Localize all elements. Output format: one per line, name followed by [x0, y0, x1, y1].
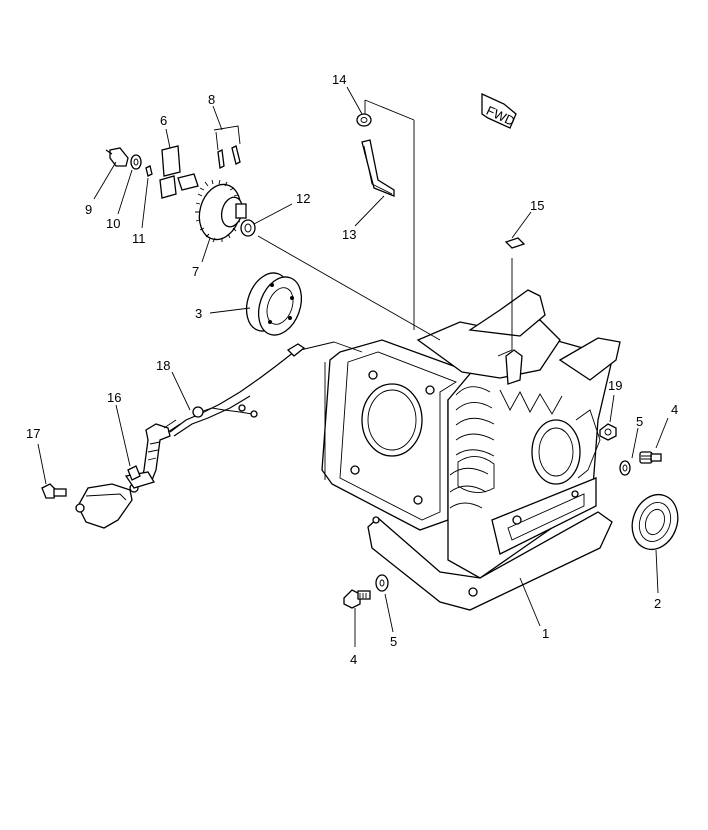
- governor-holder-part: [159, 145, 199, 199]
- fwd-label: FWD: [484, 103, 517, 129]
- callout-12: 12: [296, 191, 310, 206]
- washer-part-12: [240, 219, 256, 237]
- nut-part-19: [599, 423, 617, 441]
- thrust-washer-part: [130, 154, 142, 170]
- washer-part: [619, 460, 631, 476]
- callout-14: 14: [332, 72, 346, 87]
- nut-part: [356, 113, 372, 127]
- callout-4-lower: 4: [350, 652, 357, 667]
- callout-15: 15: [530, 198, 544, 213]
- callout-7: 7: [192, 264, 199, 279]
- bolt-part-17: [41, 483, 67, 499]
- oil-seal-part: [631, 493, 679, 551]
- callout-9: 9: [85, 202, 92, 217]
- callout-17: 17: [26, 426, 40, 441]
- leader-lines: [37, 86, 669, 647]
- callout-6: 6: [160, 113, 167, 128]
- callout-3: 3: [195, 306, 202, 321]
- forward-arrow: FWD: [481, 92, 517, 129]
- governor-gear-part: [195, 179, 247, 243]
- callout-5-lower: 5: [390, 634, 397, 649]
- rod-part: [361, 139, 395, 197]
- bolt-part: [639, 451, 662, 464]
- bolt-part-lower: [343, 589, 371, 609]
- callout-8: 8: [208, 92, 215, 107]
- crankcase-part: [321, 289, 621, 611]
- callout-16: 16: [107, 390, 121, 405]
- callout-2: 2: [654, 596, 661, 611]
- breather-hose-part: [75, 423, 171, 529]
- callout-1: 1: [542, 626, 549, 641]
- callout-18: 18: [156, 358, 170, 373]
- callout-13: 13: [342, 227, 356, 242]
- governor-shaft-part: [105, 147, 129, 167]
- assembly-lines: [257, 99, 513, 480]
- washer-part-lower: [375, 574, 389, 592]
- callout-4-right: 4: [671, 402, 678, 417]
- small-pin-part: [504, 237, 526, 249]
- bearing-part: [245, 272, 303, 336]
- callout-5-right: 5: [636, 414, 643, 429]
- callout-labels: 1 2 3 4 4 5 5 6 7 8 9 10 11 12 13 14 15 …: [26, 72, 678, 667]
- wire-harness-part: [163, 343, 306, 437]
- hose-clamp-part: [127, 465, 141, 481]
- callout-11: 11: [132, 231, 146, 246]
- pin-part: [217, 145, 241, 169]
- callout-19: 19: [608, 378, 622, 393]
- clip-part: [145, 165, 153, 177]
- callout-10: 10: [106, 216, 120, 231]
